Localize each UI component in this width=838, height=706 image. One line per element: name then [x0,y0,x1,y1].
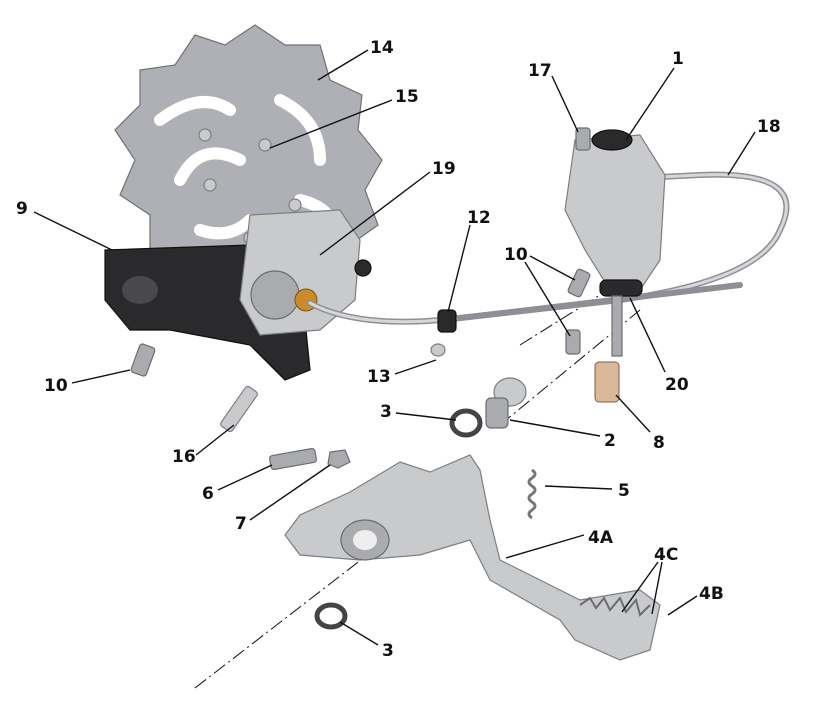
callout-20: 20 [665,375,689,395]
callout-4A: 4A [588,528,614,548]
callout-8: 8 [653,433,665,453]
bolt-10 [130,343,156,377]
leader-lines [33,49,756,646]
washer-3 [314,602,348,630]
callout-6: 6 [202,484,214,504]
callout-1: 1 [672,49,684,69]
hose-clamp [437,309,457,333]
brake-pedal [284,454,661,661]
master-cylinder [564,127,666,357]
callout-10-lower: 10 [44,376,68,396]
callout-9: 9 [16,199,28,219]
callout-19: 19 [432,159,456,179]
clamp-screw [430,343,446,357]
callout-14: 14 [370,38,394,58]
bolt-10 [567,268,591,298]
callout-2: 2 [604,431,616,451]
callout-4C: 4C [654,545,678,565]
callout-3-lower: 3 [382,641,394,661]
callout-12: 12 [467,208,491,228]
callout-7: 7 [235,514,247,534]
return-spring [527,468,537,520]
callout-13: 13 [367,367,391,387]
bolt-6 [269,447,317,471]
nut-7 [327,449,351,469]
bolt-16 [220,385,258,433]
callout-4B: 4B [699,584,724,604]
callout-18: 18 [757,117,781,137]
callout-10-upper: 10 [504,245,528,265]
brake-light-switch [594,361,620,403]
callout-16: 16 [172,447,196,467]
pivot-bolt [485,377,527,429]
callout-15: 15 [395,87,419,107]
callout-17: 17 [528,61,552,81]
callout-3-upper: 3 [380,402,392,422]
washer-3 [449,408,483,438]
callout-5: 5 [618,481,630,501]
